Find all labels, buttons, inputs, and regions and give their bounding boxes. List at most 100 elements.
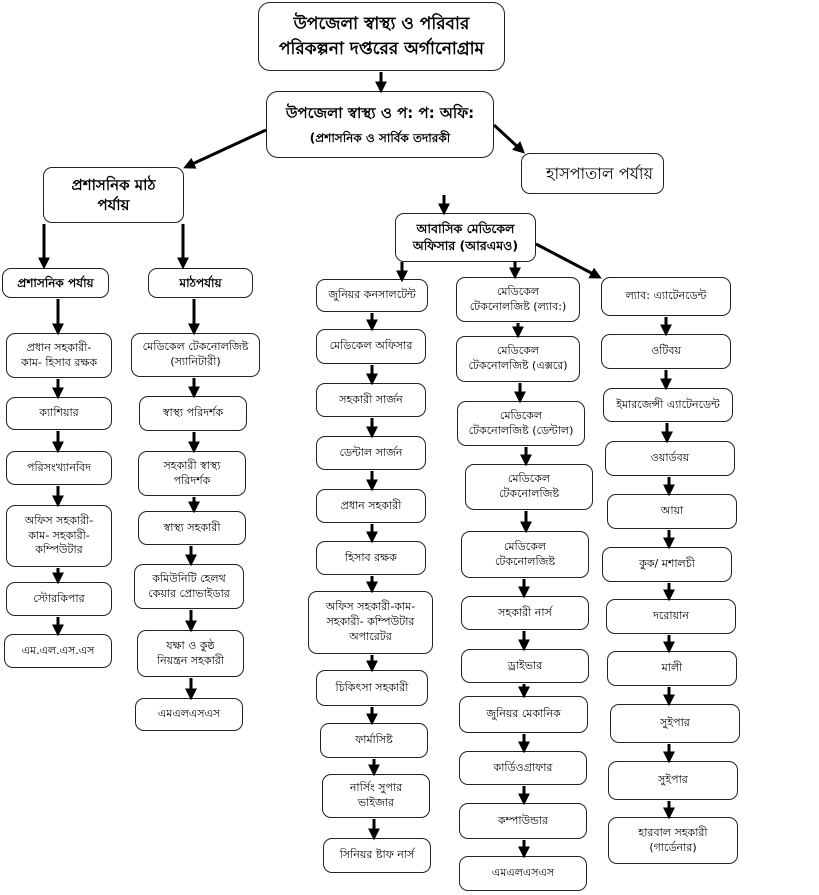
hospital-col3-item: হারবাল সহকারী (গার্ডেনার) — [608, 817, 738, 864]
field-item-label: মেডিকেল টেকনোলজিষ্ট (স্যানিটারী) — [142, 340, 249, 368]
field-item-label: এমএলএসএস — [157, 707, 221, 721]
hospital-col2-item-label: মেডিকেল টেকনোলজিষ্ট (এক্সরে) — [468, 344, 568, 372]
rmo-box: আবাসিক মেডিকেল অফিসার (আরএমও) — [395, 213, 536, 262]
hospital-col3-item-label: ওটিবয় — [651, 344, 681, 358]
hospital-col3-item: সুইপার — [610, 704, 740, 743]
hospital-col1-item: ডেন্টাল সার্জন — [316, 436, 426, 470]
field-item: এমএলএসএস — [135, 698, 243, 731]
hospital-col3-item: ল্যাব: এ্যাটেনডেন্ট — [601, 277, 731, 316]
hospital-col1-item-label: মেডিকেল অফিসার — [329, 339, 413, 353]
field-item-label: যক্ষা ও কুষ্ঠ নিয়ন্ত্রন সহকারী — [156, 638, 225, 667]
rmo-label: আবাসিক মেডিকেল অফিসার (আরএমও) — [412, 220, 519, 253]
hospital-col1-item-label: প্রধান সহকারী — [340, 498, 402, 512]
hospital-col2-item: ড্রাইভার — [461, 649, 589, 683]
field-item: স্বাস্থ্য পরিদর্শক — [139, 396, 247, 431]
hospital-col3-item-label: হারবাল সহকারী (গার্ডেনার) — [638, 825, 708, 854]
field-item-label: স্বাস্থ্য সহকারী — [163, 520, 221, 534]
hospital-col3-item: মালী — [607, 651, 737, 686]
hospital-col2-item: মেডিকেল টেকনোলজিষ্ট (এক্সরে) — [456, 336, 580, 382]
hospital-col3-item-label: কুক/ মশালচী — [639, 557, 695, 571]
hospital-col2-item-label: মেডিকেল টেকনোলজিষ্ট (ডেন্টাল) — [468, 408, 574, 437]
admin-item-label: এম.এল.এস.এস — [21, 643, 95, 657]
hospital-col2-item-label: কম্পাউন্ডার — [497, 813, 549, 827]
hospital-col3-item-label: দরোয়ান — [653, 609, 689, 623]
organogram-title-box: উপজেলা স্বাস্থ্য ও পরিবার পরিকল্পনা দপ্ত… — [258, 2, 505, 71]
hospital-col2-item-label: এমএলএসএস — [491, 866, 555, 880]
hospital-col3-item-label: সুইপার — [660, 716, 690, 730]
hospital-col2-item-label: মেডিকেল টেকনোলজিষ্ট — [494, 539, 556, 568]
hospital-level-label: হাসপাতাল পর্যায় — [546, 163, 653, 183]
hospital-col2-item-label: সহকারী নার্স — [498, 605, 552, 619]
admin-item-label: প্রধান সহকারী- কাম- হিসাব রক্ষক — [20, 340, 98, 369]
admin-item: প্রধান সহকারী- কাম- হিসাব রক্ষক — [6, 333, 112, 378]
hospital-col1-item: প্রধান সহকারী — [316, 489, 426, 523]
hospital-col1-item: অফিস সহকারী-কাম- সহকারী- কম্পিউটার অপারে… — [308, 591, 433, 654]
hospital-col3-item: সুইপার — [608, 761, 738, 800]
hospital-col2-item: কম্পাউন্ডার — [459, 803, 587, 839]
hospital-col2-item: এমএলএসএস — [459, 856, 587, 891]
hospital-col1-item: সহকারী সার্জন — [316, 383, 426, 417]
hospital-col2-item: কার্ডিওগ্রাফার — [459, 751, 587, 785]
hospital-col1-item-label: জুনিয়র কনসালটেন্ট — [328, 288, 416, 302]
hospital-col1-item-label: ডেন্টাল সার্জন — [339, 445, 403, 459]
hospital-col3-item: ওয়ার্ডবয় — [605, 441, 735, 476]
admin-item-label: ক্যাশিয়ার — [39, 406, 79, 420]
field-item-label: স্বাস্থ্য পরিদর্শক — [162, 406, 224, 420]
admin-item-label: স্টোরকিপার — [33, 591, 85, 605]
hospital-col1-item: মেডিকেল অফিসার — [316, 329, 426, 364]
hospital-col1-item-label: সিনিয়র ষ্টাফ নার্স — [339, 848, 415, 862]
hospital-col3-item-label: মালী — [661, 661, 683, 675]
admin-field-level-box: প্রশাসনিক মাঠ পর্যায় — [43, 167, 184, 223]
hospital-col2-item-label: মেডিকেল টেকনোলজিষ্ট (ল্যাব:) — [469, 284, 567, 313]
hospital-col1-item: সিনিয়র ষ্টাফ নার্স — [323, 838, 431, 873]
field-item: কমিউনিটি হেলথ কেয়ার প্রোভাইডার — [134, 564, 244, 609]
hospital-col1-item: হিসাব রক্ষক — [316, 541, 426, 575]
hospital-col3-item: আয়া — [607, 494, 737, 529]
admin-field-level-label: প্রশাসনিক মাঠ পর্যায় — [71, 175, 156, 214]
field-item-label: সহকারী স্বাস্থ্য পরিদর্শক — [163, 458, 221, 487]
field-level-box: মাঠপর্যায় — [148, 268, 253, 298]
admin-level-label: প্রশাসনিক পর্যায় — [17, 275, 94, 290]
hospital-col1-item-label: ফার্মাসিষ্ট — [355, 733, 393, 747]
hospital-level-box: হাসপাতাল পর্যায় — [521, 153, 664, 194]
hospital-col1-item: চিকিৎসা সহকারী — [316, 670, 428, 706]
field-item: সহকারী স্বাস্থ্য পরিদর্শক — [138, 451, 246, 496]
field-item-label: কমিউনিটি হেলথ কেয়ার প্রোভাইডার — [148, 571, 230, 600]
hospital-col3-item-label: ল্যাব: এ্যাটেনডেন্ট — [625, 289, 707, 303]
hospital-col2-item-label: জুনিয়র মেকানিক — [486, 707, 561, 721]
hospital-col1-item: ফার্মাসিষ্ট — [320, 723, 428, 758]
hospital-col1-item: নার্সিং সুপার ভাইজার — [322, 774, 430, 818]
hospital-col2-item: মেডিকেল টেকনোলজিষ্ট (ডেন্টাল) — [457, 401, 585, 446]
field-item: স্বাস্থ্য সহকারী — [138, 511, 246, 545]
hospital-col2-item: মেডিকেল টেকনোলজিষ্ট (ল্যাব:) — [456, 277, 580, 322]
hospital-col3-item-label: সুইপার — [658, 773, 688, 787]
hospital-col3-item: দরোয়ান — [606, 599, 736, 634]
field-level-label: মাঠপর্যায় — [179, 275, 222, 290]
field-item: যক্ষা ও কুষ্ঠ নিয়ন্ত্রন সহকারী — [137, 630, 244, 677]
admin-item: অফিস সহকারী- কাম- সহকারী- কম্পিউটার — [6, 505, 112, 567]
hospital-col2-item-label: ড্রাইভার — [507, 658, 543, 672]
hospital-col1-item-label: হিসাব রক্ষক — [345, 550, 397, 564]
hospital-col3-item: ইমারজেন্সী এ্যাটেনডেন্ট — [603, 388, 733, 422]
upazila-health-office-box: উপজেলা স্বাস্থ্য ও প: প: অফি: (প্রশাসনিক… — [266, 91, 494, 158]
hospital-col2-item-label: মেডিকেল টেকনোলজিষ্ট — [498, 472, 560, 500]
hospital-col1-item-label: অফিস সহকারী-কাম- সহকারী- কম্পিউটার অপারে… — [325, 600, 416, 643]
admin-item: পরিসংখ্যানবিদ — [6, 451, 112, 485]
hospital-col2-item: সহকারী নার্স — [461, 596, 589, 630]
hospital-col1-item-label: চিকিৎসা সহকারী — [335, 680, 409, 694]
hospital-col3-item: কুক/ মশালচী — [602, 547, 732, 582]
admin-item: এম.এল.এস.এস — [4, 634, 112, 668]
hospital-col1-item-label: নার্সিং সুপার ভাইজার — [349, 781, 403, 809]
organogram-title: উপজেলা স্বাস্থ্য ও পরিবার পরিকল্পনা দপ্ত… — [279, 13, 484, 59]
upazila-health-office-title: উপজেলা স্বাস্থ্য ও প: প: অফি: — [285, 104, 475, 123]
admin-item-label: অফিস সহকারী- কাম- সহকারী- কম্পিউটার — [24, 513, 94, 557]
hospital-col2-item: মেডিকেল টেকনোলজিষ্ট — [461, 531, 589, 578]
hospital-col2-item: জুনিয়র মেকানিক — [459, 696, 588, 733]
admin-item: স্টোরকিপার — [6, 582, 112, 616]
field-item: মেডিকেল টেকনোলজিষ্ট (স্যানিটারী) — [131, 333, 260, 377]
hospital-col2-item-label: কার্ডিওগ্রাফার — [493, 760, 553, 774]
admin-item-label: পরিসংখ্যানবিদ — [27, 460, 91, 474]
hospital-col2-item: মেডিকেল টেকনোলজিষ্ট — [465, 464, 593, 510]
hospital-col1-item-label: সহকারী সার্জন — [339, 392, 403, 406]
